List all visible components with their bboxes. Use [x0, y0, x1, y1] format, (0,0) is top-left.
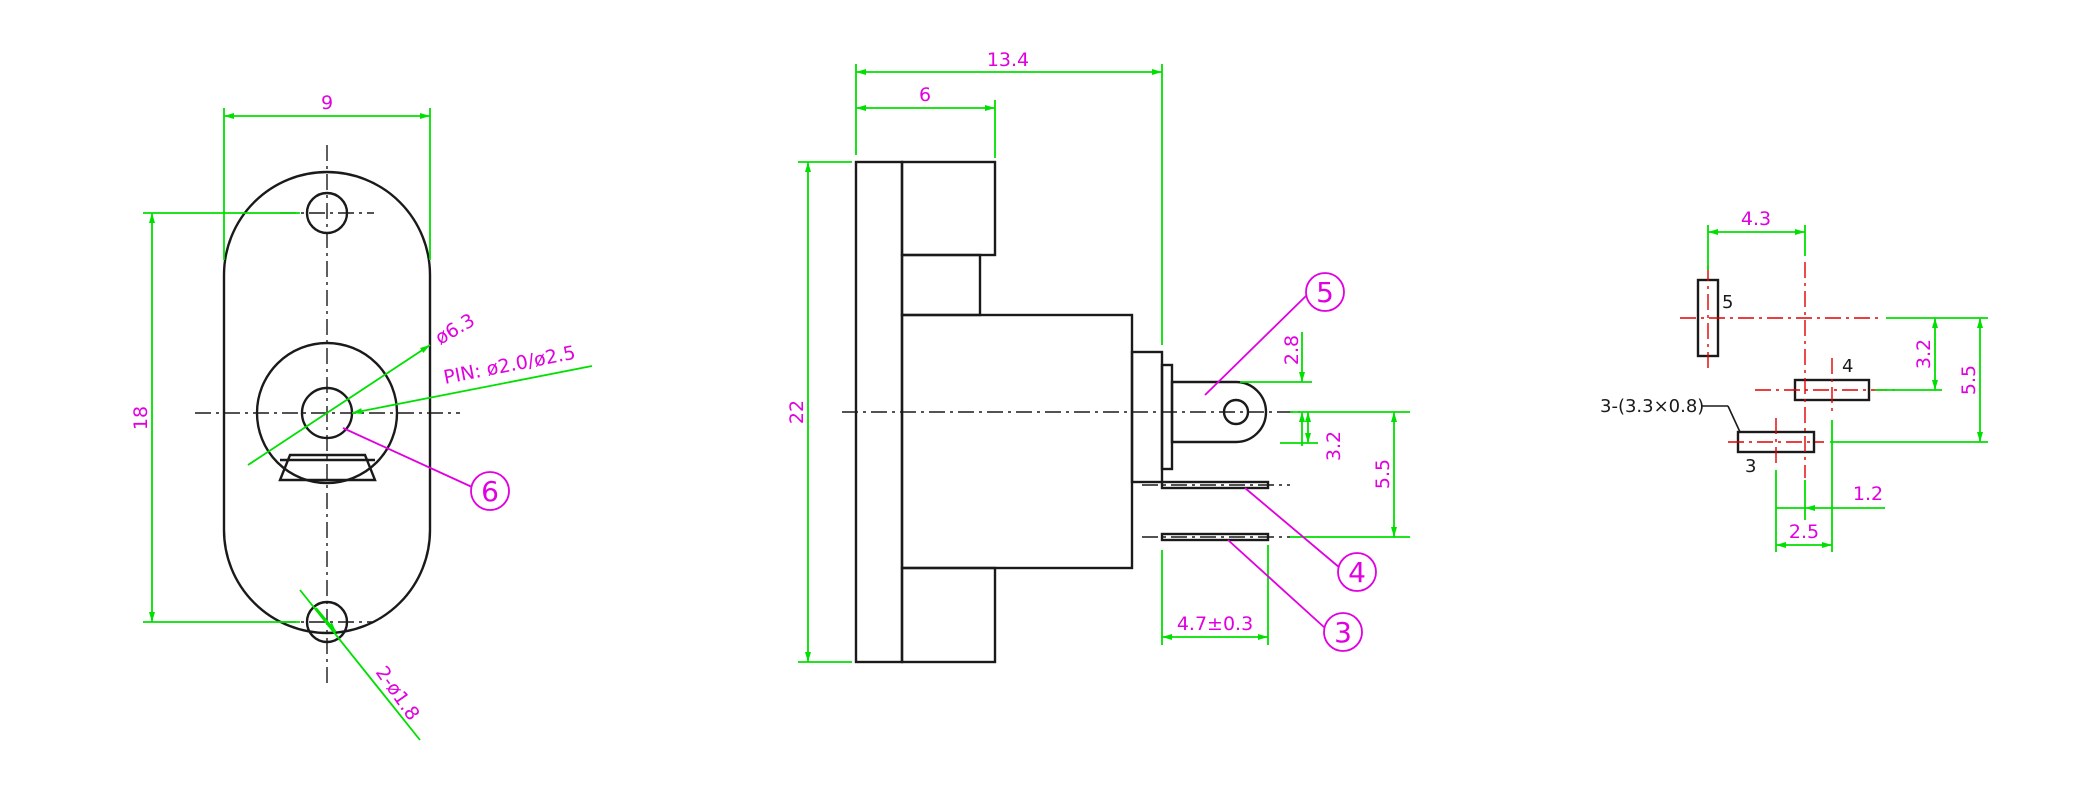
leader-callout-3: [1227, 539, 1326, 629]
callout-6-label: 6: [481, 475, 499, 508]
callout-3-label: 3: [1334, 616, 1352, 649]
slot-5-label: 5: [1722, 292, 1733, 313]
dim-tab-offset-label: 2.8: [1281, 335, 1303, 365]
dim-flange-length-label: 6: [919, 84, 931, 106]
slot-note-label: 3-(3.3×0.8): [1600, 396, 1704, 417]
side-top-boss: [900, 160, 997, 257]
front-view: 9 18 ø6.3 PIN: ø2.0/ø2.5 2-ø1.8 6: [130, 92, 593, 741]
callout-4-label: 4: [1348, 556, 1366, 589]
dim-overall-height-label: 22: [786, 400, 808, 424]
jack-diameter-label: ø6.3: [432, 309, 479, 349]
side-bottom-boss: [900, 566, 997, 664]
front-contact: [278, 453, 377, 482]
leader-callout-6: [342, 427, 473, 488]
dim-pin-offset-2-label: 5.5: [1372, 459, 1394, 489]
dim-front-width-label: 9: [321, 92, 333, 114]
dim-spacing-x-label: 4.3: [1741, 208, 1771, 230]
side-view: 13.4 6 22 2.8 3.2 5.5 4.7±0.3 5: [786, 49, 1410, 664]
side-main-body: [900, 313, 1134, 570]
leader-pin-diameter: [351, 365, 593, 415]
footprint-view: 5 4 3 3-(3.3×0.8) 4.3 3.2 5.5 1.2 2.5: [1600, 208, 1988, 552]
dim-front-height-label: 18: [130, 406, 152, 430]
dim-overall-length-label: 13.4: [987, 49, 1029, 71]
callout-6-bubble: [470, 471, 510, 511]
leader-callout-4: [1244, 487, 1341, 569]
callout-4-bubble: [1337, 552, 1377, 592]
dim-offset-x-2-label: 2.5: [1789, 521, 1819, 543]
dim-pin-offset-1-label: 3.2: [1323, 431, 1345, 461]
leader-mount-holes: [299, 589, 421, 741]
front-body-outline: [222, 170, 432, 635]
side-collar-ring: [1160, 363, 1174, 471]
side-top-step: [900, 253, 982, 317]
callout-5-label: 5: [1316, 276, 1334, 309]
slot-4-label: 4: [1842, 356, 1853, 377]
callout-3-bubble: [1323, 612, 1363, 652]
leader-callout-5: [1204, 293, 1309, 396]
dim-offset-x-1-label: 1.2: [1853, 483, 1883, 505]
dim-spacing-y-1-label: 3.2: [1913, 339, 1935, 369]
mount-holes-label: 2-ø1.8: [371, 662, 424, 724]
callout-5-bubble: [1305, 272, 1345, 312]
dim-spacing-y-2-label: 5.5: [1958, 365, 1980, 395]
side-collar: [1130, 350, 1164, 484]
slot-3-label: 3: [1745, 456, 1756, 477]
leader-jack-diameter: [247, 344, 431, 466]
terminal-tab-5: [1170, 380, 1268, 444]
dim-pin-length-label: 4.7±0.3: [1177, 613, 1253, 635]
